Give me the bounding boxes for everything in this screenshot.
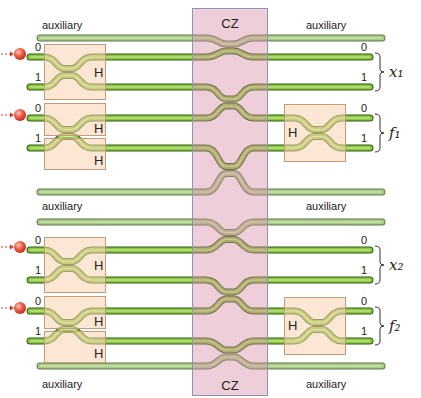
- photon-path: [1, 114, 11, 115]
- mode-index: 1: [35, 71, 41, 83]
- mode-index: 0: [35, 234, 41, 246]
- mode-index: 0: [35, 295, 41, 307]
- gate-symbol: H: [94, 347, 103, 360]
- hadamard-box: H: [44, 296, 106, 329]
- mode-index: 1: [361, 325, 367, 337]
- mode-index: 1: [361, 132, 367, 144]
- qubit-bracket: [375, 307, 384, 345]
- port-label: auxiliary: [306, 200, 346, 212]
- hadamard-box: H: [44, 237, 106, 293]
- photon-path: [1, 53, 11, 54]
- mode-index: 1: [35, 132, 41, 144]
- port-label: auxiliary: [42, 19, 82, 31]
- photon-arrowhead: [10, 52, 14, 57]
- port-label: auxiliary: [42, 200, 82, 212]
- mode-index: 1: [35, 325, 41, 337]
- gate-label: CZ: [221, 17, 238, 30]
- photon: [14, 48, 26, 60]
- photon-arrowhead: [10, 306, 14, 311]
- gate-symbol: H: [94, 66, 103, 79]
- qubit-name: f₁: [389, 125, 401, 141]
- mode-index: 0: [35, 102, 41, 114]
- photon-arrowhead: [10, 113, 14, 118]
- qubit-name: x₂: [389, 257, 403, 273]
- hadamard-box: H: [284, 104, 346, 162]
- mode-index: 1: [361, 264, 367, 276]
- qubit-bracket: [375, 53, 384, 91]
- hadamard-box: H: [44, 44, 106, 100]
- hadamard-box: H: [44, 103, 106, 136]
- gate-symbol: H: [94, 154, 103, 167]
- mode-index: 0: [361, 295, 367, 307]
- photon-arrowhead: [10, 245, 14, 250]
- port-label: auxiliary: [306, 19, 346, 31]
- hadamard-box: H: [44, 331, 106, 363]
- gate-symbol: H: [94, 315, 103, 328]
- mode-index: 0: [361, 102, 367, 114]
- mode-index: 0: [35, 41, 41, 53]
- photon-path: [1, 307, 11, 308]
- photon: [14, 109, 26, 121]
- gate-symbol: H: [94, 122, 103, 135]
- photon-path: [1, 246, 11, 247]
- gate-symbol: H: [288, 126, 297, 139]
- qubit-bracket: [375, 246, 384, 284]
- hadamard-box: H: [284, 297, 346, 355]
- gate-symbol: H: [94, 259, 103, 272]
- port-label: auxiliary: [42, 378, 82, 390]
- cz-gate-band: CZ CZ: [192, 8, 268, 396]
- qubit-name: x₁: [389, 64, 403, 80]
- mode-index: 0: [361, 234, 367, 246]
- port-label: auxiliary: [306, 378, 346, 390]
- hadamard-box: H: [44, 138, 106, 170]
- mode-index: 1: [35, 264, 41, 276]
- qubit-name: f₂: [389, 318, 401, 334]
- qubit-bracket: [375, 114, 384, 152]
- gate-symbol: H: [288, 319, 297, 332]
- gate-label: CZ: [221, 379, 238, 392]
- photon: [14, 302, 26, 314]
- mode-index: 1: [361, 71, 367, 83]
- mode-index: 0: [361, 41, 367, 53]
- photon: [14, 241, 26, 253]
